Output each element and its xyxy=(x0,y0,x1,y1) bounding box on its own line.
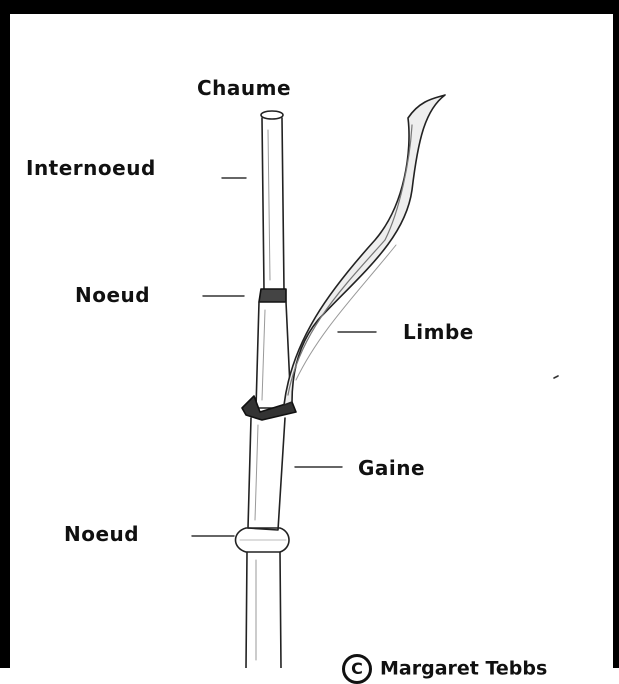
speck xyxy=(554,376,558,378)
internode xyxy=(262,118,284,290)
credit-author: Margaret Tebbs xyxy=(380,658,547,680)
label-noeud-top: Noeud xyxy=(75,283,150,307)
copyright-icon: C xyxy=(342,654,372,684)
diagram-frame: Chaume Internoeud Noeud Limbe Gaine Noeu… xyxy=(0,0,619,668)
node-upper xyxy=(259,289,286,302)
copyright-credit: C Margaret Tebbs xyxy=(342,654,547,684)
label-gaine: Gaine xyxy=(358,456,425,480)
label-internoeud: Internoeud xyxy=(26,156,156,180)
lower-internode xyxy=(246,552,281,668)
label-chaume: Chaume xyxy=(197,76,291,100)
culm-top xyxy=(261,111,283,119)
label-noeud-bottom: Noeud xyxy=(64,522,139,546)
grass-stem-illustration xyxy=(0,0,619,668)
label-limbe: Limbe xyxy=(403,320,474,344)
